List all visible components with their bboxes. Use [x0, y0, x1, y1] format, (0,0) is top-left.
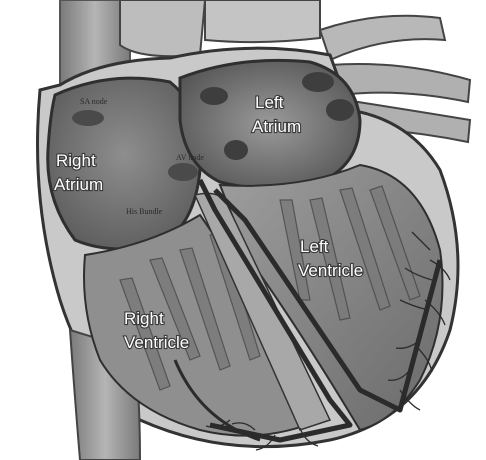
- pulmonary-vein-opening-1: [302, 72, 334, 92]
- left-atrium-label-line1: Left: [255, 93, 284, 112]
- pulmonary-trunk: [205, 0, 320, 42]
- pulmonary-vein-opening-2: [326, 99, 354, 121]
- av-node-shape: [168, 163, 198, 181]
- pulmonary-artery-upper: [320, 16, 445, 60]
- av-node-label: AV node: [176, 153, 204, 162]
- right-atrium-label-line2: Atrium: [54, 175, 103, 194]
- left-ventricle-label-line2: Ventricle: [298, 261, 363, 280]
- pulmonary-vein-opening-4: [224, 140, 248, 160]
- his-bundle-label: His Bundle: [126, 207, 163, 216]
- aorta-arch: [120, 0, 205, 56]
- left-atrium-label-line2: Atrium: [252, 117, 301, 136]
- right-ventricle-label-line1: Right: [124, 309, 164, 328]
- right-atrium-label-line1: Right: [56, 151, 96, 170]
- pulmonary-vein-opening-3: [200, 87, 228, 105]
- right-ventricle-label-line2: Ventricle: [124, 333, 189, 352]
- sa-node-label: SA node: [80, 97, 108, 106]
- left-ventricle-label-line1: Left: [300, 237, 329, 256]
- sa-node-shape: [72, 110, 104, 126]
